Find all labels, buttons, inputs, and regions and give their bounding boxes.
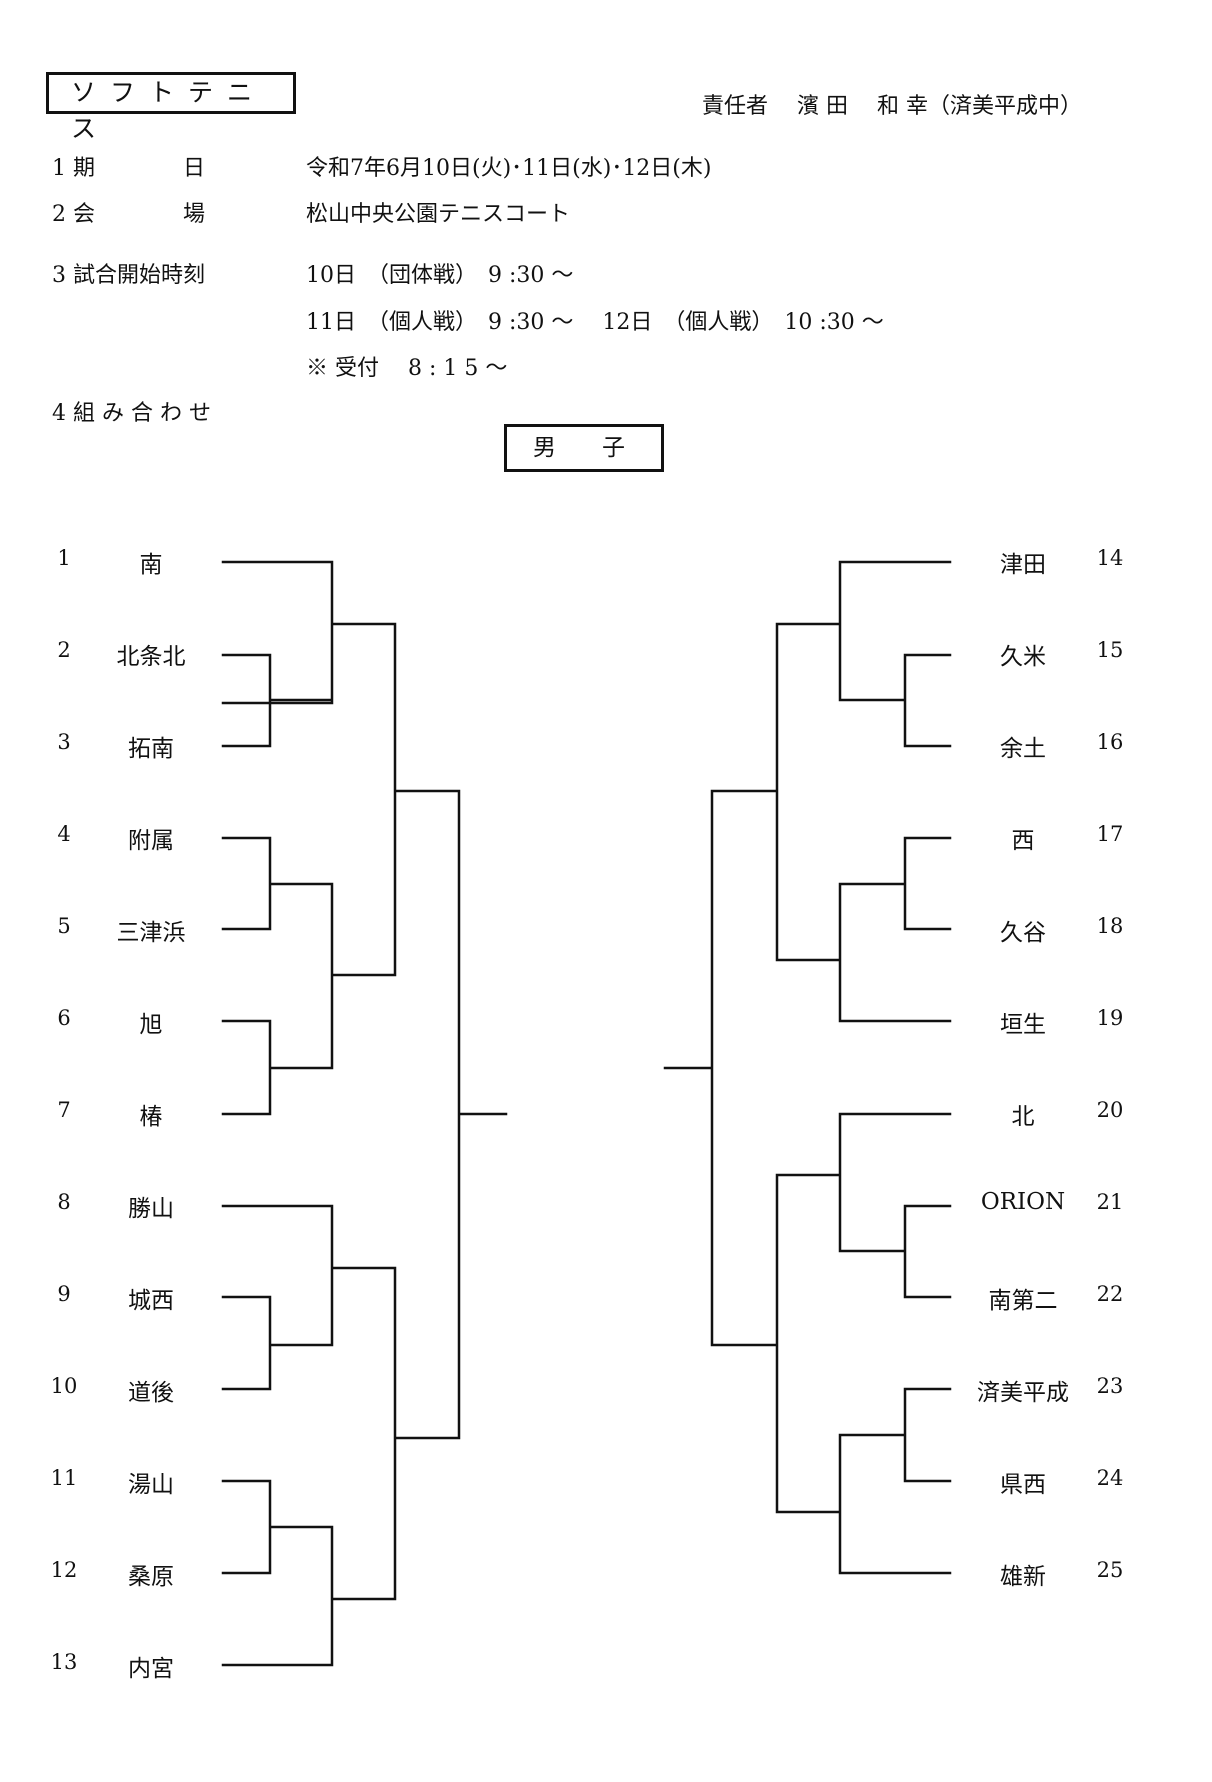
info-value-individual-start: 11日 （個人戦） 9 :30 〜 12日 （個人戦） 10 :30 〜 bbox=[306, 310, 884, 335]
entry-number: 22 bbox=[1096, 1282, 1124, 1306]
entry-number: 24 bbox=[1096, 1466, 1124, 1490]
info-value-venue: 松山中央公園テニスコート bbox=[306, 202, 571, 227]
team-name: 城西 bbox=[128, 1288, 174, 1314]
entry-number: 15 bbox=[1096, 638, 1124, 662]
entry-number: 14 bbox=[1096, 546, 1124, 570]
info-value-team-start: 10日 （団体戦） 9 :30 〜 bbox=[306, 263, 574, 288]
info-label-date: 1 期 日 bbox=[52, 156, 205, 181]
team-name: 久米 bbox=[1000, 644, 1046, 670]
entry-number: 18 bbox=[1096, 914, 1124, 938]
section-title-boys: 男 子 bbox=[504, 424, 664, 472]
team-name: 久谷 bbox=[1000, 920, 1046, 946]
team-name: 余土 bbox=[1000, 736, 1046, 762]
team-name: 桑原 bbox=[128, 1564, 174, 1590]
team-name: 南第二 bbox=[988, 1288, 1058, 1314]
team-name: 三津浜 bbox=[116, 920, 186, 946]
team-name: 勝山 bbox=[128, 1196, 174, 1222]
team-name: 津田 bbox=[1000, 552, 1046, 578]
entry-number: 7 bbox=[57, 1098, 71, 1122]
entry-number: 6 bbox=[57, 1006, 71, 1030]
entry-number: 3 bbox=[57, 730, 71, 754]
entry-number: 1 bbox=[57, 546, 71, 570]
entry-number: 13 bbox=[50, 1650, 78, 1674]
entry-number: 4 bbox=[57, 822, 71, 846]
team-name: 内宮 bbox=[128, 1656, 174, 1682]
responsible-person: 責任者 濱 田 和 幸（済美平成中） bbox=[702, 94, 1082, 119]
team-name: 道後 bbox=[128, 1380, 174, 1406]
entry-number: 20 bbox=[1096, 1098, 1124, 1122]
team-name: 西 bbox=[1011, 828, 1035, 854]
team-name: 北 bbox=[1011, 1104, 1035, 1130]
team-name: 南 bbox=[139, 552, 163, 578]
entry-number: 21 bbox=[1096, 1190, 1124, 1214]
team-name: 垣生 bbox=[1000, 1012, 1046, 1038]
team-name: 旭 bbox=[139, 1012, 163, 1038]
info-value-reception: ※ 受付 8 : 1 5 〜 bbox=[306, 356, 508, 381]
entry-number: 25 bbox=[1096, 1558, 1124, 1582]
info-value-date: 令和7年6月10日(火)･11日(水)･12日(木) bbox=[306, 156, 712, 181]
team-name: ORION bbox=[980, 1189, 1066, 1215]
entry-number: 19 bbox=[1096, 1006, 1124, 1030]
team-name: 椿 bbox=[139, 1104, 163, 1130]
info-label-venue: 2 会 場 bbox=[52, 202, 205, 227]
entry-number: 10 bbox=[50, 1374, 78, 1398]
team-name: 北条北 bbox=[116, 644, 186, 670]
entry-number: 9 bbox=[57, 1282, 71, 1306]
team-name: 拓南 bbox=[128, 736, 174, 762]
team-name: 附属 bbox=[128, 828, 174, 854]
entry-number: 17 bbox=[1096, 822, 1124, 846]
team-name: 雄新 bbox=[1000, 1564, 1046, 1590]
document-title: ソフトテニス bbox=[46, 72, 296, 143]
info-label-pairings: 4 組 み 合 わ せ bbox=[52, 401, 211, 426]
entry-number: 2 bbox=[57, 638, 71, 662]
entry-number: 23 bbox=[1096, 1374, 1124, 1398]
team-name: 湯山 bbox=[128, 1472, 174, 1498]
team-name: 県西 bbox=[1000, 1472, 1046, 1498]
team-name: 済美平成 bbox=[977, 1380, 1069, 1406]
entry-number: 5 bbox=[57, 914, 71, 938]
entry-number: 12 bbox=[50, 1558, 78, 1582]
entry-number: 8 bbox=[57, 1190, 71, 1214]
entry-number: 16 bbox=[1096, 730, 1124, 754]
info-label-start-time: 3 試合開始時刻 bbox=[52, 263, 205, 288]
entry-number: 11 bbox=[50, 1466, 78, 1490]
bracket-lines bbox=[221, 560, 952, 1667]
